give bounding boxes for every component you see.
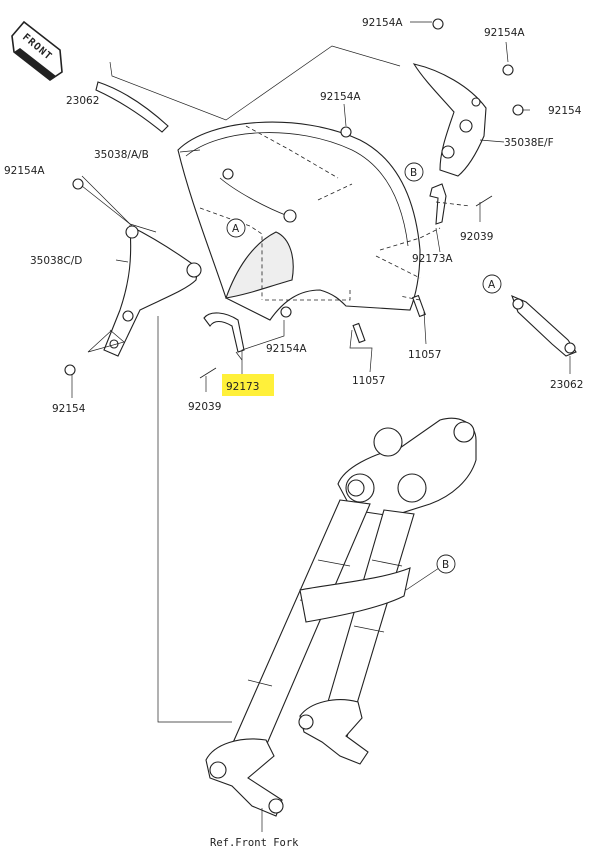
clamp-92173 bbox=[203, 312, 245, 353]
ref-marker-b2-label: B bbox=[442, 559, 449, 571]
callout-11057-center: 11057 bbox=[352, 375, 385, 387]
callout-92154A-left: 92154A bbox=[4, 165, 45, 177]
callout-23062-bottom-right: 23062 bbox=[550, 379, 583, 391]
callout-35038CD: 35038C/D bbox=[30, 255, 82, 267]
callout-92039-right: 92039 bbox=[460, 231, 493, 243]
clamp-92173A bbox=[429, 183, 447, 225]
ref-marker-a2: A bbox=[482, 274, 502, 294]
callout-92173A: 92173A bbox=[412, 253, 453, 265]
grommet-11057-center bbox=[352, 322, 366, 344]
callout-23062-top-left: 23062 bbox=[66, 95, 99, 107]
callout-92039-left: 92039 bbox=[188, 401, 221, 413]
ref-marker-a2-label: A bbox=[488, 279, 496, 291]
ref-marker-a1: A bbox=[226, 218, 246, 238]
callout-92173: 92173 bbox=[226, 381, 259, 393]
highlight-92173 bbox=[222, 374, 274, 396]
callout-92154-right: 92154 bbox=[548, 105, 582, 117]
front-arrow-badge: FRONT bbox=[11, 20, 63, 81]
callout-92154-bottom-left: 92154 bbox=[52, 403, 86, 415]
ref-marker-b1-label: B bbox=[410, 167, 417, 179]
hose-clamp-23062-left bbox=[95, 81, 169, 133]
left-fender-stay bbox=[103, 225, 202, 357]
hose-clamp-23062-right bbox=[511, 294, 577, 357]
front-fork bbox=[205, 417, 477, 817]
footer-ref-front-fork: Ref.Front Fork bbox=[210, 837, 299, 849]
callout-labels: 92154A 92154A 23062 92154A 92154 35038/A… bbox=[4, 17, 583, 415]
callout-92154A-middle: 92154A bbox=[320, 91, 361, 103]
callout-92154A-top: 92154A bbox=[362, 17, 403, 29]
ref-marker-b1: B bbox=[404, 162, 424, 182]
callout-35038AB: 35038/A/B bbox=[94, 149, 149, 161]
bolts bbox=[64, 18, 524, 379]
callout-35038EF: 35038E/F bbox=[504, 137, 554, 149]
callout-92154A-center: 92154A bbox=[266, 343, 307, 355]
grommet-11057-right bbox=[412, 294, 426, 318]
callout-11057-right: 11057 bbox=[408, 349, 441, 361]
ref-marker-b2: B bbox=[436, 554, 456, 574]
ref-marker-a1-label: A bbox=[232, 223, 240, 235]
front-fender bbox=[177, 121, 421, 321]
right-fender-stay bbox=[412, 63, 487, 177]
leader-lines bbox=[71, 21, 571, 832]
callout-92154A-top-right: 92154A bbox=[484, 27, 525, 39]
reference-lines bbox=[199, 125, 471, 301]
